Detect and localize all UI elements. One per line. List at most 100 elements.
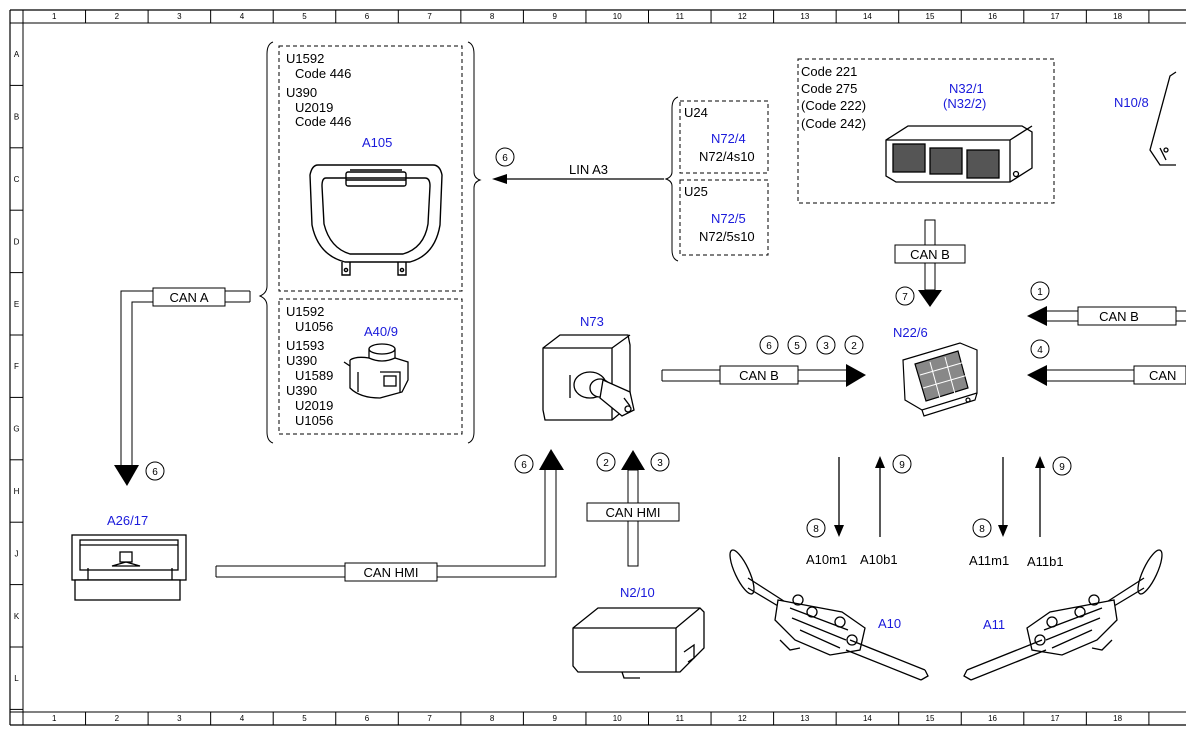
column-label: 15 — [926, 12, 935, 21]
group-brace-right — [467, 41, 482, 444]
n10-8-label: N10/8 — [1114, 95, 1149, 110]
n73-label: N73 — [580, 314, 604, 329]
lin-a3-label: LIN A3 — [569, 162, 608, 177]
n2-10-drawing — [572, 607, 705, 679]
n22-6-drawing — [902, 342, 978, 417]
can-b-right2-label: CAN — [1149, 368, 1176, 383]
n2-right-callout: 3 — [657, 458, 663, 469]
a40-code-7: U2019 — [295, 398, 333, 413]
n32-code-3: (Code 222) — [801, 98, 866, 113]
column-label: 7 — [427, 714, 432, 723]
column-label: 17 — [1051, 714, 1060, 723]
a10-connections: 8 9 A10m1 A10b1 — [806, 454, 912, 567]
right-can-connections: CAN B 1 CAN 4 — [1027, 281, 1186, 386]
row-label: F — [14, 362, 19, 371]
n72-4-code: U24 — [684, 105, 708, 120]
n72-5-switch: N72/5s10 — [699, 229, 755, 244]
row-label: J — [15, 549, 19, 558]
column-label: 17 — [1051, 12, 1060, 21]
row-label: L — [14, 674, 19, 683]
a10-component: A10 — [729, 549, 929, 681]
a40-code-5: U1589 — [295, 368, 333, 383]
row-label: K — [14, 612, 20, 621]
column-label: 13 — [800, 714, 809, 723]
n72-4-label: N72/4 — [711, 131, 746, 146]
column-label: 18 — [1113, 714, 1122, 723]
n2-10-label: N2/10 — [620, 585, 655, 600]
can-b-right1-label: CAN B — [1099, 309, 1139, 324]
a40-code-8: U1056 — [295, 413, 333, 428]
column-label: 18 — [1113, 12, 1122, 21]
column-tick-marks: 1122334455667788991010111112121313141415… — [22, 10, 1150, 725]
a40-code-4: U390 — [286, 353, 317, 368]
n72-5-code: U25 — [684, 184, 708, 199]
a26-17-component: A26/17 — [71, 513, 187, 601]
n32-label-1: N32/1 — [949, 81, 984, 96]
can-a-connection: CAN A 6 — [114, 287, 251, 486]
row-label: A — [14, 50, 20, 59]
n22-6-component: N22/6 — [893, 325, 978, 417]
n32-group: Code 221 Code 275 (Code 222) (Code 242) … — [797, 58, 1055, 204]
a40-camera-drawing — [343, 343, 409, 399]
n10-8-drawing — [1149, 71, 1177, 166]
a26-17-drawing — [71, 534, 187, 601]
a105-overhead-panel-drawing — [309, 164, 443, 276]
can-hmi-a26-label: CAN HMI — [364, 565, 419, 580]
n73-b2-callout: 2 — [851, 341, 857, 352]
a105-label: A105 — [362, 135, 392, 150]
column-label: 1 — [52, 12, 57, 21]
right2-callout: 4 — [1037, 345, 1043, 356]
n32-code-1: Code 221 — [801, 64, 857, 79]
can-hmi-a26-connection: CAN HMI 6 — [215, 449, 564, 582]
can-a-label: CAN A — [169, 290, 208, 305]
column-label: 11 — [676, 714, 685, 723]
n32-code-2: Code 275 — [801, 81, 857, 96]
n72-group: U24 N72/4 N72/4s10 U25 N72/5 N72/5s10 — [664, 96, 769, 262]
n73-b5-callout: 5 — [794, 341, 800, 352]
a11-8-callout: 8 — [979, 524, 985, 535]
column-label: 16 — [988, 12, 997, 21]
column-label: 6 — [365, 714, 370, 723]
column-label: 10 — [613, 714, 622, 723]
column-label: 4 — [240, 12, 245, 21]
column-label: 9 — [552, 12, 557, 21]
column-label: 3 — [177, 714, 182, 723]
column-label: 4 — [240, 714, 245, 723]
row-label: H — [14, 487, 20, 496]
n2-10-component: N2/10 — [572, 585, 705, 679]
can-b-top-label: CAN B — [910, 247, 950, 262]
group-brace-left — [258, 41, 274, 444]
a10m1-label: A10m1 — [806, 552, 847, 567]
n32-code-4: (Code 242) — [801, 116, 866, 131]
column-label: 3 — [177, 12, 182, 21]
n2-left-callout: 2 — [603, 458, 609, 469]
column-label: 10 — [613, 12, 622, 21]
n72-4-switch: N72/4s10 — [699, 149, 755, 164]
a105-group: U1592 Code 446 U390 U2019 Code 446 A105 … — [258, 41, 482, 444]
n73-drawing — [542, 334, 635, 421]
n32-module-drawing — [885, 125, 1033, 183]
a10-label: A10 — [878, 616, 901, 631]
column-label: 9 — [552, 714, 557, 723]
n72-5-label: N72/5 — [711, 211, 746, 226]
row-label: D — [14, 237, 20, 246]
n73-b3-callout: 3 — [823, 341, 829, 352]
lin-callout: 6 — [502, 153, 508, 164]
a40-code-6: U390 — [286, 383, 317, 398]
can-b-top-connection: CAN B 7 — [894, 219, 966, 307]
lin-a3-connection: LIN A3 6 — [492, 147, 664, 184]
can-b-n73-label: CAN B — [739, 368, 779, 383]
row-label: G — [13, 425, 19, 434]
a11b1-label: A11b1 — [1027, 554, 1064, 569]
can-hmi-n2-connection: CAN HMI 2 3 — [586, 450, 680, 567]
n73-b6-callout: 6 — [766, 341, 772, 352]
column-label: 5 — [302, 714, 307, 723]
a40-code-2: U1056 — [295, 319, 333, 334]
a40-code-3: U1593 — [286, 338, 324, 353]
n73-up-callout: 6 — [521, 460, 527, 471]
a105-code-4: U2019 — [295, 100, 333, 115]
a11m1-label: A11m1 — [969, 553, 1009, 568]
column-label: 14 — [863, 714, 872, 723]
